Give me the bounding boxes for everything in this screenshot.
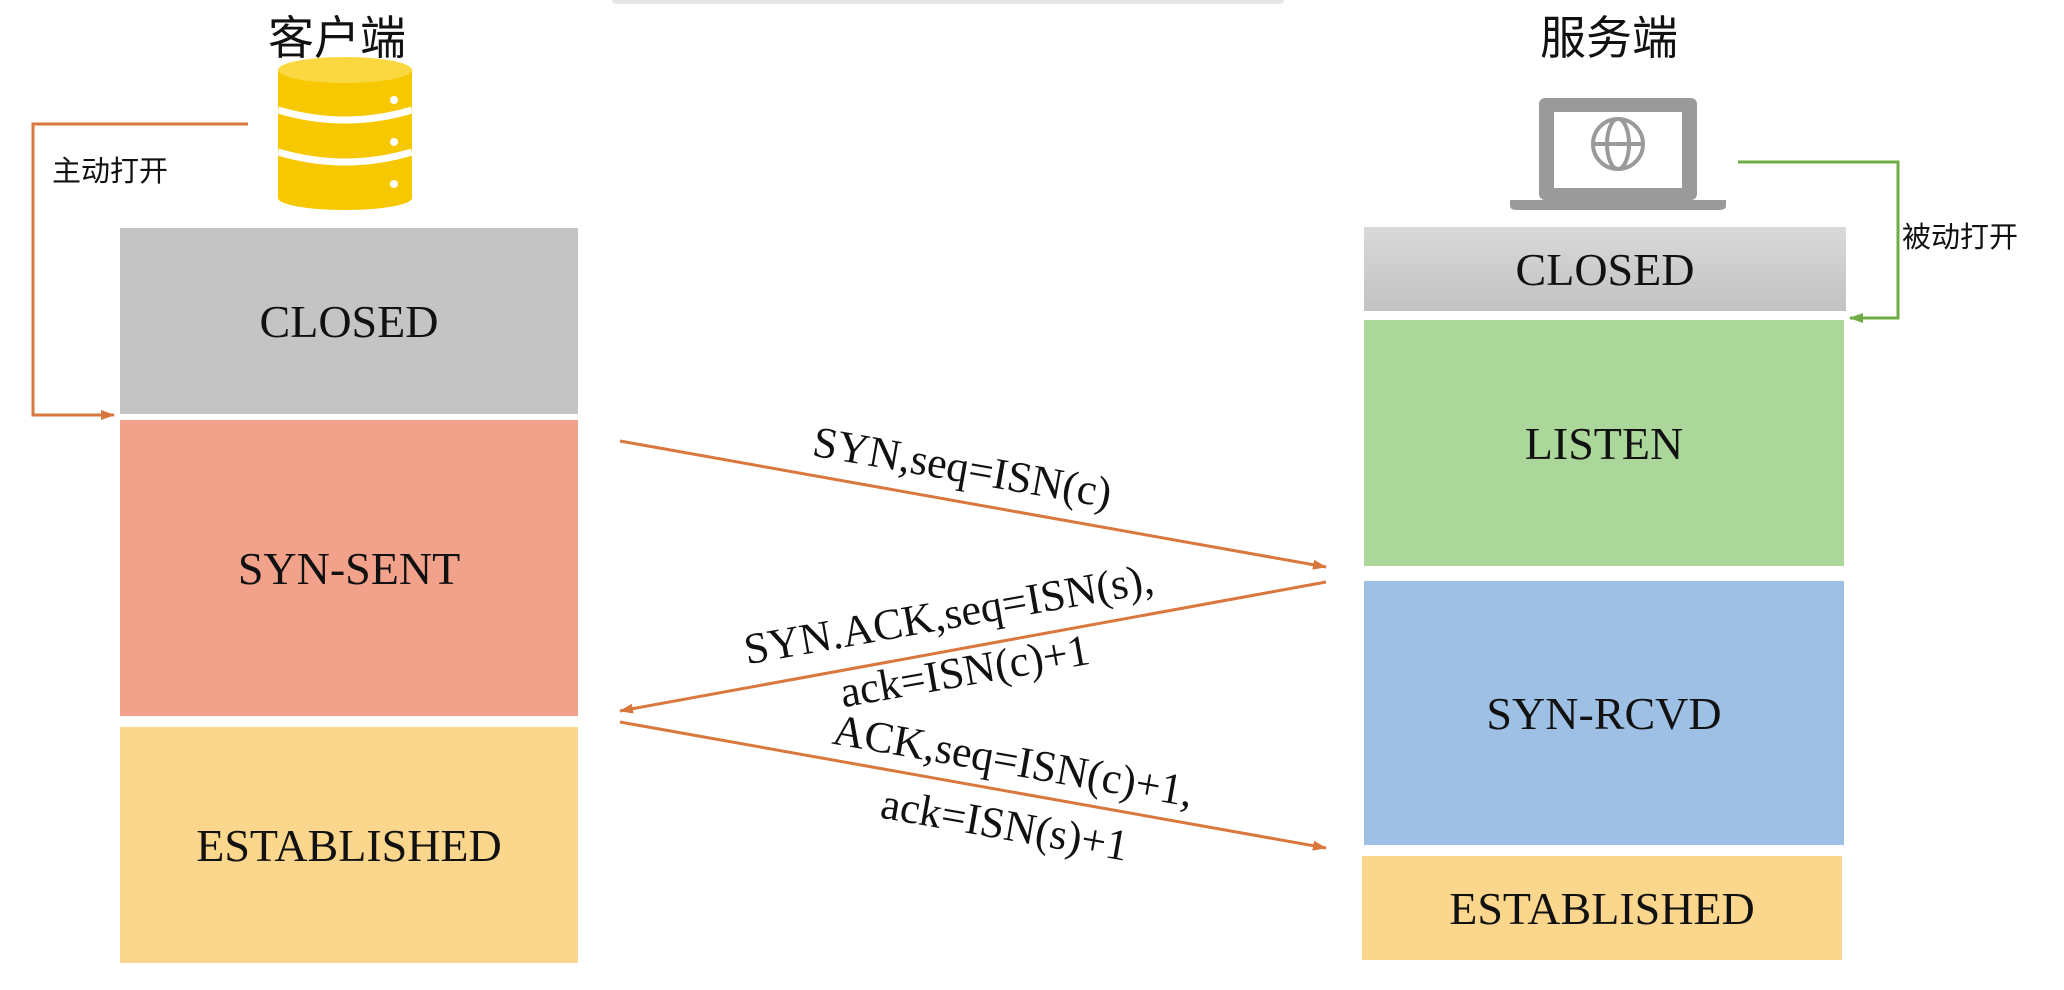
server-title: 服务端 <box>1540 11 1678 65</box>
client-title: 客户端 <box>268 11 406 65</box>
client-state-established: ESTABLISHED <box>120 727 578 963</box>
server-state-established: ESTABLISHED <box>1362 856 1842 960</box>
database-icon <box>276 57 414 210</box>
server-state-syn-rcvd: SYN-RCVD <box>1364 581 1844 845</box>
server-state-closed: CLOSED <box>1364 227 1846 311</box>
syn-arrow <box>619 439 1327 570</box>
top-edge-bar <box>612 0 1284 4</box>
active-open-label: 主动打开 <box>52 154 169 188</box>
client-state-syn-sent: SYN-SENT <box>120 420 578 716</box>
server-state-listen: LISTEN <box>1364 320 1844 566</box>
ack-arrow <box>619 720 1327 851</box>
active-open-arrow <box>31 122 248 420</box>
syn-ack-arrow <box>619 580 1327 714</box>
laptop-globe-icon <box>1510 98 1726 210</box>
passive-open-arrow <box>1738 160 1900 323</box>
passive-open-label: 被动打开 <box>1902 220 2019 254</box>
client-state-closed: CLOSED <box>120 228 578 414</box>
